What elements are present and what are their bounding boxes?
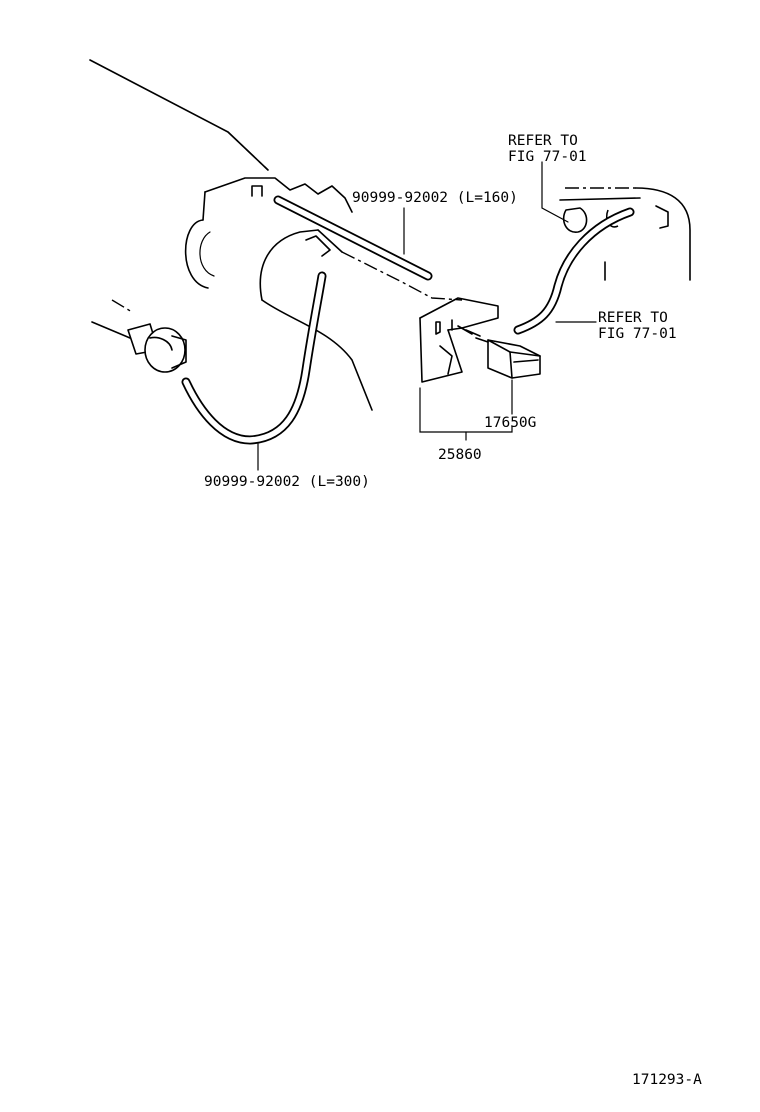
label-part-vsv: 17650G [484,415,536,431]
engine-block-outline [89,59,353,289]
vsv-bracket [419,297,499,383]
label-refer-right-line1: REFER TO [598,310,668,326]
label-hose-lower: 90999-92002 (L=300) [204,474,370,490]
label-part-bracket: 25860 [438,447,482,463]
leader-lines [257,161,597,471]
intake-manifold-outline [259,229,463,411]
vacuum-actuator [91,299,187,373]
label-refer-right-line2: FIG 77-01 [598,326,677,342]
label-refer-top-line1: REFER TO [508,133,578,149]
upper-vacuum-hose [273,195,433,281]
canister-outline [559,187,691,281]
label-refer-top-line2: FIG 77-01 [508,149,587,165]
label-figure-id: 171293-A [632,1072,702,1088]
vsv-valve [475,337,541,379]
canister-hose [513,207,635,335]
lower-vacuum-hose [181,271,327,445]
label-hose-upper: 90999-92002 (L=160) [352,190,518,206]
